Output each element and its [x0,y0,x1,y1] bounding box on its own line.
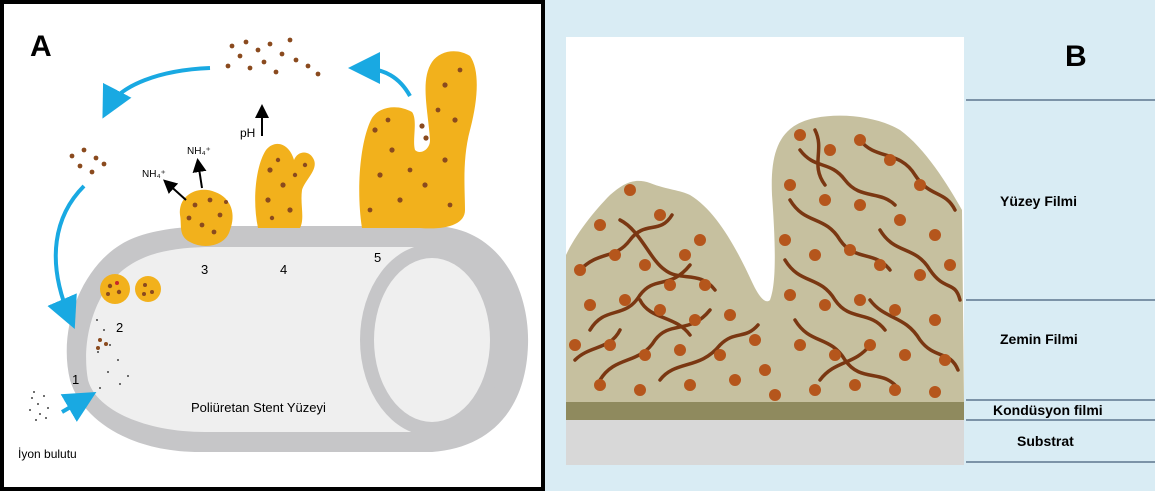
stent-surface-label: Poliüretan Stent Yüzeyi [191,400,326,415]
crystal-small-2 [135,276,161,302]
ion-cloud-label: İyon bulutu [18,447,77,461]
nh4-top-label: NH₄⁺ [187,146,211,157]
crystal-stage-5 [359,51,477,228]
crystal-small-1 [100,274,130,304]
conditioning-film-layer [566,402,964,420]
panel-b-letter: B [1065,40,1087,74]
ammonium-arrows [166,108,262,200]
nh4-left-label: NH₄⁺ [142,169,166,180]
ph-label: pH [240,126,255,140]
step-2-label: 2 [116,320,123,335]
base-film-label: Zemin Filmi [1000,331,1078,347]
conditioning-film-label: Kondüsyon filmi [993,402,1103,418]
panel-a: A NH₄⁺ NH₄⁺ pH 1 2 3 4 5 Poliüretan Sten… [0,0,545,491]
substrate-label: Substrat [1017,433,1074,449]
surface-film-label: Yüzey Filmi [1000,193,1077,209]
crystal-stage-4 [255,144,315,228]
substrate-layer [566,420,964,465]
stent-tube [67,226,528,452]
particle-cluster-top [226,38,321,77]
panel-a-letter: A [30,30,52,64]
step-5-label: 5 [374,250,381,265]
particle-cluster-left [70,148,107,175]
crystal-stage-3 [180,190,233,246]
step-1-label: 1 [72,372,79,387]
panel-b: B Yüzey Filmi Zemin Filmi Kondüsyon film… [545,0,1155,491]
step-3-label: 3 [201,262,208,277]
step-4-label: 4 [280,262,287,277]
